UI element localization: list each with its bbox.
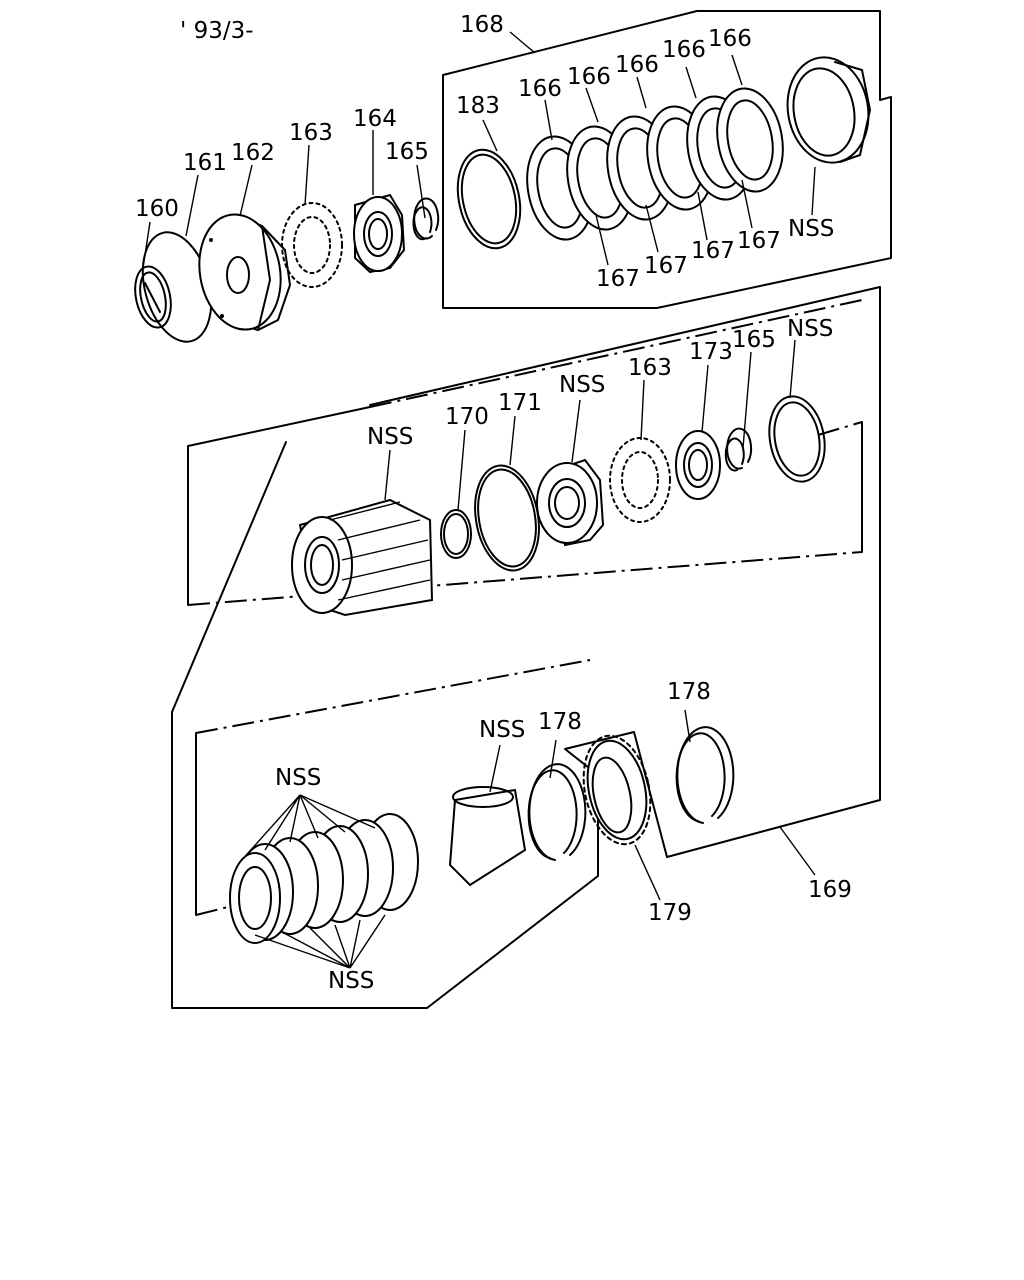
part-171-ring (474, 464, 540, 572)
label-166-d: 166 (662, 37, 706, 63)
label-162: 162 (231, 140, 275, 166)
label-168: 168 (460, 12, 504, 38)
part-nss-gear (291, 498, 434, 617)
date-code: ' 93/3- (180, 18, 254, 44)
label-165-lower: 165 (732, 327, 776, 353)
part-nss-drum-top (786, 56, 871, 164)
label-167-c: 167 (691, 238, 735, 264)
clutch-plate-stack (526, 87, 784, 241)
part-nss-bearing-middle (536, 458, 605, 547)
label-nss-plates-bottom: NSS (328, 968, 374, 994)
label-163-lower: 163 (628, 355, 672, 381)
label-167-d: 167 (737, 228, 781, 254)
label-nss-gear: NSS (367, 424, 413, 450)
label-173: 173 (689, 339, 733, 365)
part-162-piston (198, 213, 292, 332)
frame-168 (442, 10, 892, 309)
label-nss-bearing: NSS (559, 372, 605, 398)
label-nss-ring: NSS (787, 316, 833, 342)
part-163-spring-set-lower (609, 437, 671, 523)
label-183: 183 (456, 93, 500, 119)
label-170: 170 (445, 404, 489, 430)
part-183-ring (456, 148, 522, 250)
label-nss-plates-top: NSS (275, 765, 321, 791)
frame-middle-top-dash (369, 299, 863, 408)
label-167-a: 167 (596, 266, 640, 292)
callout-lines-nss-plates (239, 794, 386, 969)
label-166-c: 166 (615, 52, 659, 78)
label-178-right: 178 (667, 679, 711, 705)
label-166-a: 166 (518, 76, 562, 102)
frame-bottom-top-dash (195, 659, 591, 734)
label-164: 164 (353, 106, 397, 132)
part-173-bearing (675, 430, 721, 500)
part-nss-ring-middle (768, 395, 826, 483)
part-179-sprocket (582, 734, 652, 846)
part-165-snap-ring-lower (724, 427, 753, 472)
part-170-ring (440, 509, 472, 559)
part-164-bearing (353, 193, 406, 274)
frame-middle-right-dash (817, 421, 863, 436)
leader-lines (142, 31, 816, 901)
part-165-snap-ring-upper (412, 197, 440, 241)
label-178-left: 178 (538, 709, 582, 735)
frame-bottom-bottom-dash (195, 904, 237, 916)
label-169: 169 (808, 877, 852, 903)
frame-middle-top (187, 406, 371, 447)
part-nss-band (448, 786, 527, 887)
label-nss-band: NSS (479, 717, 525, 743)
label-160: 160 (135, 196, 179, 222)
label-179: 179 (648, 900, 692, 926)
label-166-e: 166 (708, 26, 752, 52)
label-165-upper: 165 (385, 139, 429, 165)
label-167-b: 167 (644, 253, 688, 279)
clutch-plates-bottom (229, 813, 419, 944)
label-161: 161 (183, 150, 227, 176)
part-160-snap-ring (134, 265, 172, 329)
part-163-spring-set-upper (281, 202, 343, 288)
label-166-b: 166 (567, 64, 611, 90)
part-178-ring-right (675, 726, 735, 824)
label-163-upper: 163 (289, 120, 333, 146)
part-178-ring-left (527, 763, 587, 861)
label-nss-top: NSS (788, 216, 834, 242)
label-171: 171 (498, 390, 542, 416)
frame-169 (171, 286, 881, 1009)
